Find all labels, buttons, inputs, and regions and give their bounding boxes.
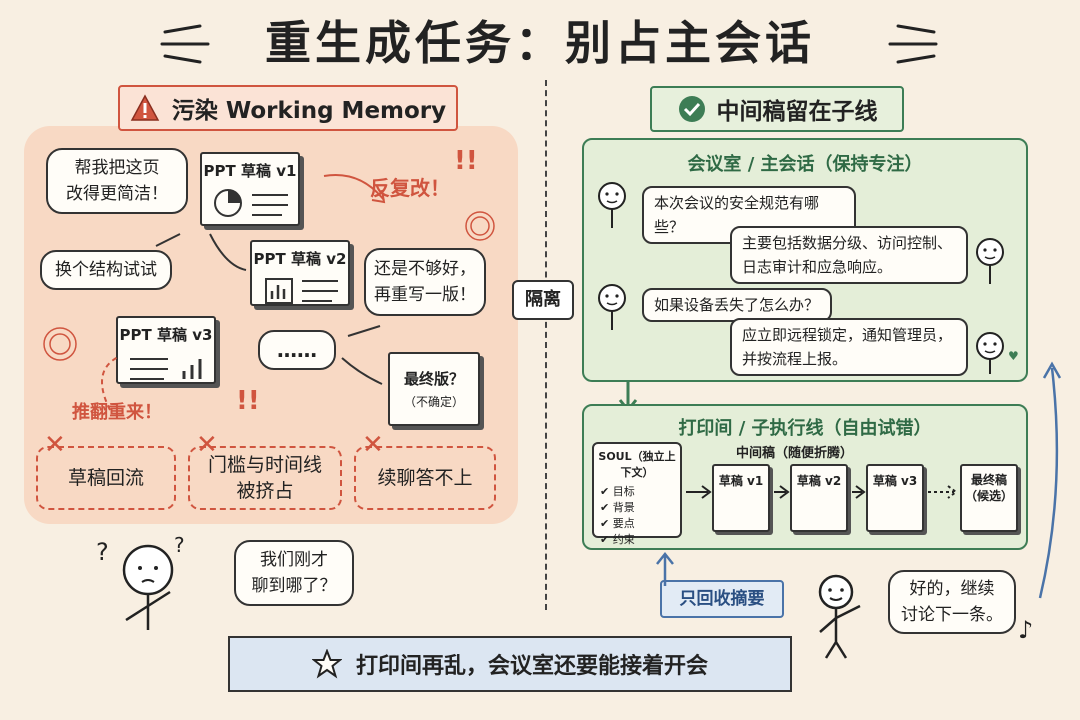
print-room-title: 打印间 / 子执行线（自由试错） (678, 418, 932, 439)
mini-final-draft: 最终稿 （候选） (960, 464, 1018, 532)
dots-bubble: …… (258, 330, 336, 370)
bar-chart-icon (265, 278, 338, 304)
draft-flow-arrows (686, 485, 958, 499)
subthread-header-label: 中间稿留在子线 (716, 99, 878, 125)
soul-title: SOUL（独立上下文） (598, 450, 676, 479)
exclaim-icon-2: !! (236, 386, 260, 416)
draft-v2-label: PPT 草稿 v2 (253, 250, 347, 268)
problem-cannot-continue: 续聊答不上 (354, 446, 496, 510)
return-arrow (1038, 361, 1062, 599)
soul-item-3: ✔ 要点 (600, 517, 635, 530)
title-deco-left (160, 24, 210, 64)
check-icon (678, 96, 705, 122)
mini-draft-v1: 草稿 v1 (712, 464, 770, 532)
page-title: 重生成任务：别占主会话 (265, 16, 815, 70)
pollution-header: 污染 Working Memory (118, 85, 458, 131)
up-arrow-icon (656, 551, 674, 586)
summary-only-button: 只回收摘要 (660, 580, 784, 618)
svg-text:?: ? (96, 538, 109, 566)
chat-answer-2: 应立即远程锁定，通知管理员， 并按流程上报。 (730, 318, 968, 376)
soul-item-1: ✔ 目标 (600, 485, 635, 498)
x-icon-3: ✕ (362, 430, 384, 460)
draft-v1: PPT 草稿 v1 (200, 152, 300, 226)
draft-v1-label: PPT 草稿 v1 (203, 162, 297, 180)
overturn-note: 推翻重来！ (72, 402, 162, 423)
x-icon-2: ✕ (196, 430, 218, 460)
pollution-header-label: 污染 Working Memory (171, 98, 447, 124)
mini-draft-v3: 草稿 v3 (866, 464, 924, 532)
star-icon (311, 649, 342, 679)
lines-chart-icon (130, 358, 202, 380)
x-icon-1: ✕ (44, 430, 66, 460)
person-icon-1 (598, 182, 626, 228)
problem-label-2: 门槛与时间线 被挤占 (207, 454, 322, 502)
confused-bubble: 我们刚才 聊到哪了？ (234, 540, 354, 606)
final-doc-subtitle: （不确定） (403, 395, 464, 409)
soul-card: SOUL（独立上下文） ✔ 目标 ✔ 背景 ✔ 要点 ✔ 约束 (592, 442, 682, 546)
continue-bubble: 好的，继续 讨论下一条。 (888, 570, 1016, 634)
problem-label-3: 续聊答不上 (377, 467, 473, 489)
mini-draft-v2-label: 草稿 v2 (796, 474, 842, 488)
final-doc-title: 最终版？ (403, 370, 464, 388)
problem-draft-backflow: 草稿回流 (36, 446, 176, 510)
request-bubble: 帮我把这页 改得更简洁！ (46, 148, 188, 214)
left-arrows (43, 174, 495, 411)
person-icon-4: ♥ (976, 332, 1019, 374)
footer-banner: 打印间再乱，会议室还要能接着开会 (228, 636, 792, 692)
draft-v2: PPT 草稿 v2 (250, 240, 350, 306)
svg-text:♥: ♥ (1008, 349, 1019, 363)
mini-draft-v3-label: 草稿 v3 (872, 474, 918, 488)
drafts-label: 中间稿（随便折腾） (736, 446, 854, 461)
problem-label-1: 草稿回流 (67, 467, 144, 489)
not-good-bubble: 还是不够好， 再重写一版！ (364, 248, 486, 316)
draft-v3: PPT 草稿 v3 (116, 316, 216, 384)
exclaim-icon: !! (454, 146, 478, 176)
meeting-room-title: 会议室 / 主会话（保持专注） (687, 154, 923, 175)
person-icon-2 (976, 238, 1004, 284)
svg-text:?: ? (174, 533, 185, 557)
problem-threshold-crowded: 门槛与时间线 被挤占 (188, 446, 342, 510)
person-icon-3 (598, 284, 626, 330)
confused-person-icon: ? ? (96, 533, 185, 630)
mini-draft-v1-label: 草稿 v1 (718, 474, 764, 488)
soul-item-4: ✔ 约束 (600, 533, 635, 546)
final-doc: 最终版？ （不确定） (388, 352, 480, 426)
title-deco-right (888, 24, 938, 64)
isolation-label: 隔离 (512, 280, 574, 320)
pie-chart-icon (214, 189, 288, 217)
draft-v3-label: PPT 草稿 v3 (119, 326, 213, 344)
restructure-bubble: 换个结构试试 (40, 250, 172, 290)
center-divider (545, 80, 547, 610)
mini-draft-v2: 草稿 v2 (790, 464, 848, 532)
soul-item-2: ✔ 背景 (600, 501, 635, 514)
footer-text: 打印间再乱，会议室还要能接着开会 (355, 654, 708, 679)
person-pointing-icon (818, 574, 861, 659)
subthread-header: 中间稿留在子线 (650, 86, 904, 132)
music-note-icon: ♪ (1018, 616, 1034, 644)
warning-icon (130, 94, 160, 121)
chat-answer-1: 主要包括数据分级、访问控制、 日志审计和应急响应。 (730, 226, 968, 284)
chat-question-2: 如果设备丢失了怎么办？ (642, 288, 832, 322)
